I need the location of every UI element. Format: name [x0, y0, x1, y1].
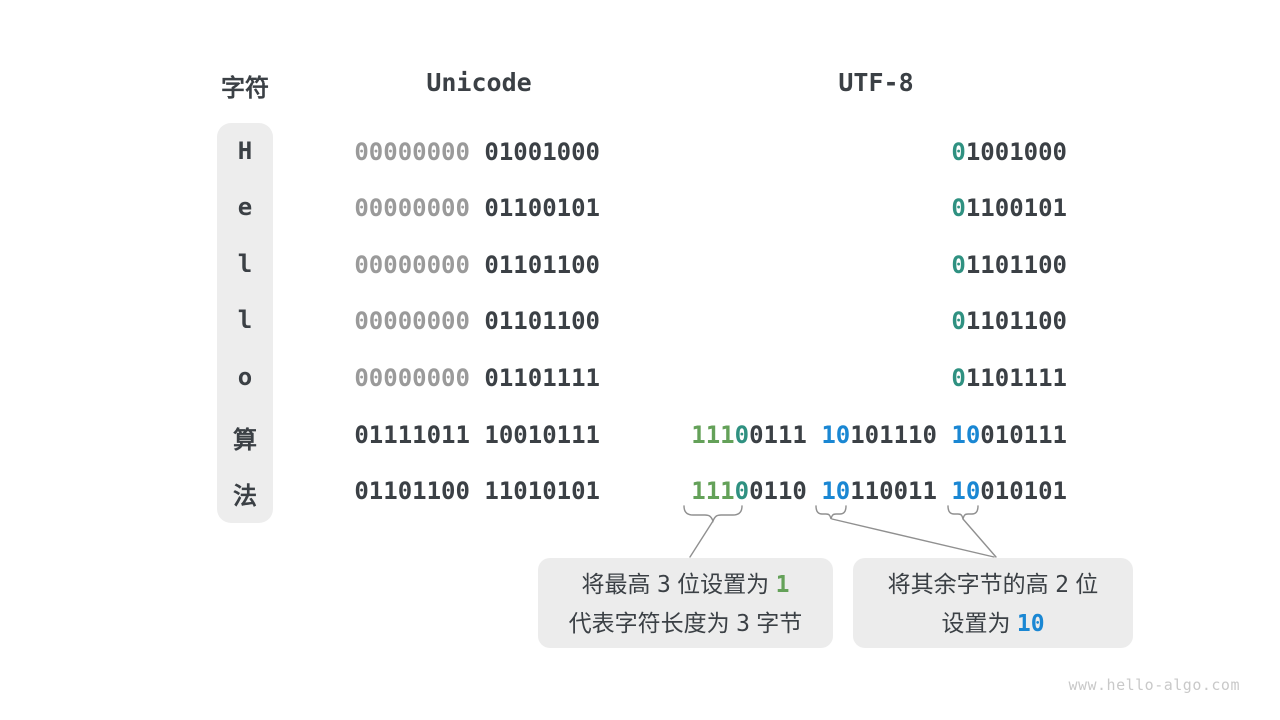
text-segment: 111 [691, 477, 735, 505]
text-segment: 0 [951, 138, 966, 166]
text-segment: 设置为 [941, 610, 1017, 636]
text-segment: 10 [1016, 611, 1045, 637]
text-segment: 2 [1055, 572, 1069, 598]
text-segment: 0 [951, 307, 966, 335]
column-header-character: 字符 [221, 75, 269, 102]
text-segment: 00000000 [354, 194, 470, 222]
unicode-binary: 00000000 01101100 [354, 307, 600, 335]
text-segment: 位 [1068, 571, 1099, 597]
text-segment: 0110 [749, 477, 822, 505]
text-segment: 0 [734, 421, 750, 449]
callout-high-bits-line2: 代表字符长度为 3 字节 [538, 604, 833, 643]
text-segment: 00000000 [354, 251, 470, 279]
text-segment: 01100101 [469, 194, 600, 222]
unicode-binary: 01111011 10010111 [354, 421, 600, 449]
text-segment: 1101111 [965, 364, 1067, 392]
text-segment: 1101100 [965, 251, 1067, 279]
text-segment: 代表字符长度为 [568, 610, 737, 636]
character-cell: l [237, 250, 253, 278]
connector-line-middle [831, 518, 995, 558]
connector-line-left [689, 520, 714, 558]
connector-line-right [962, 518, 997, 558]
utf8-binary: 11100110 10110011 10010101 [691, 477, 1067, 505]
text-segment: 10 [821, 421, 851, 449]
unicode-binary: 00000000 01101111 [354, 364, 600, 392]
utf8-binary: 01100101 [951, 194, 1067, 222]
text-segment: 字节 [749, 610, 803, 636]
text-segment: 00000000 [354, 138, 470, 166]
text-segment: 01101111 [469, 364, 600, 392]
text-segment: 将其余字节的高 [887, 571, 1056, 597]
unicode-binary: 00000000 01001000 [354, 138, 600, 166]
text-segment: 110011 [850, 477, 952, 505]
character-cell: l [237, 306, 253, 334]
callout-continuation-bits: 将其余字节的高 2 位 设置为 10 [853, 558, 1133, 648]
text-segment: 0 [951, 194, 966, 222]
site-watermark: www.hello-algo.com [1068, 676, 1240, 694]
text-segment: 1001000 [965, 138, 1067, 166]
text-segment: 01101100 [469, 307, 600, 335]
text-segment: 1 [775, 572, 790, 598]
text-segment: 0 [951, 251, 966, 279]
text-segment: 3 [656, 572, 671, 598]
text-segment: 10 [951, 477, 981, 505]
text-segment: 0111 [749, 421, 822, 449]
text-segment: 111 [691, 421, 735, 449]
callout-continuation-bits-line2: 设置为 10 [853, 604, 1133, 643]
character-cell: e [237, 193, 253, 221]
text-segment: 10 [951, 421, 981, 449]
text-segment: 1101100 [965, 307, 1067, 335]
text-segment: 101110 [850, 421, 952, 449]
text-segment: 01101100 [469, 251, 600, 279]
character-column-background [217, 123, 273, 523]
text-segment: 位设置为 [670, 571, 776, 597]
unicode-binary: 00000000 01101100 [354, 251, 600, 279]
utf8-binary: 01101111 [951, 364, 1067, 392]
callout-high-bits: 将最高 3 位设置为 1 代表字符长度为 3 字节 [538, 558, 833, 648]
underbrace-byte2-prefix-icon [815, 505, 847, 520]
text-segment: 01111011 10010111 [354, 421, 600, 449]
character-cell: 法 [233, 483, 257, 510]
utf8-binary: 01101100 [951, 307, 1067, 335]
text-segment: 10 [821, 477, 851, 505]
utf8-binary: 01001000 [951, 138, 1067, 166]
text-segment: 将最高 [581, 571, 657, 597]
underbrace-byte3-prefix-icon [947, 505, 979, 520]
character-cell: H [237, 137, 253, 165]
text-segment: 01101100 11010101 [354, 477, 600, 505]
text-segment: 00000000 [354, 307, 470, 335]
text-segment: 010101 [980, 477, 1067, 505]
column-header-utf8: UTF-8 [838, 68, 914, 97]
text-segment: 01001000 [469, 138, 600, 166]
callout-continuation-bits-line1: 将其余字节的高 2 位 [853, 565, 1133, 604]
callout-high-bits-line1: 将最高 3 位设置为 1 [538, 565, 833, 604]
character-cell: 算 [233, 427, 257, 454]
column-header-unicode: Unicode [426, 68, 532, 97]
text-segment: 3 [736, 611, 750, 637]
text-segment: 010111 [980, 421, 1067, 449]
utf8-binary: 01101100 [951, 251, 1067, 279]
character-cell: o [237, 363, 253, 391]
unicode-binary: 00000000 01100101 [354, 194, 600, 222]
unicode-binary: 01101100 11010101 [354, 477, 600, 505]
text-segment: 00000000 [354, 364, 470, 392]
underbrace-high-bits-icon [683, 505, 743, 523]
text-segment: 0 [734, 477, 750, 505]
text-segment: 1100101 [965, 194, 1067, 222]
utf8-binary: 11100111 10101110 10010111 [691, 421, 1067, 449]
text-segment: 0 [951, 364, 966, 392]
